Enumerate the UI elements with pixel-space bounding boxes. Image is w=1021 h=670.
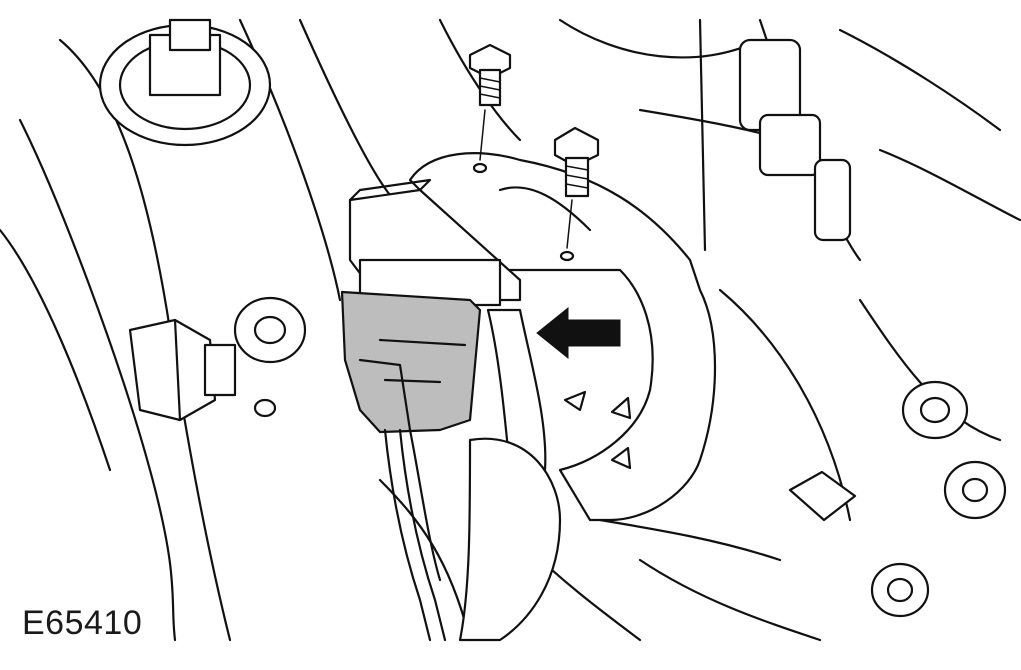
highlighted-connector: [340, 290, 482, 434]
arrow-left-icon: [536, 306, 621, 360]
hose-clamp: [738, 38, 852, 242]
bolt-2: [553, 126, 600, 249]
hose: [458, 308, 562, 642]
mounting-bracket: [408, 152, 717, 522]
wiring-harness: [383, 428, 447, 642]
figure-id-label: E65410: [22, 604, 143, 642]
bolt-1: [468, 43, 512, 161]
right-bolts: [788, 380, 1007, 618]
top-sensor: [98, 18, 272, 147]
connector-housing: [348, 178, 522, 307]
left-sensor: [128, 296, 307, 422]
